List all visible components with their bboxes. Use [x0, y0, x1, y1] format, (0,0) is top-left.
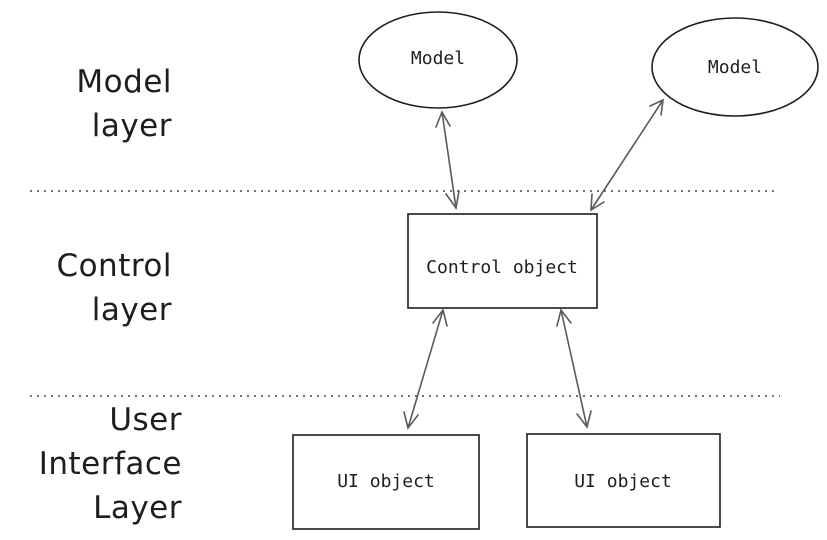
- ui-layer-label: User Interface Layer: [39, 398, 182, 530]
- arrow-model2-control: [590, 98, 664, 212]
- arrow-control-ui1: [403, 308, 448, 430]
- ui-object-2-label: UI object: [574, 471, 672, 492]
- ui-layer-label-line-3: Layer: [93, 490, 182, 526]
- model-node-2[interactable]: Model: [651, 17, 819, 117]
- ui-object-box-2[interactable]: UI object: [526, 433, 721, 528]
- ui-layer-label-line-2: Interface: [38, 446, 182, 482]
- arrow-control-ui2: [556, 308, 592, 429]
- model-layer-label: Model layer: [76, 60, 172, 148]
- control-object-label: Control object: [426, 257, 578, 278]
- control-object-box[interactable]: Control object: [407, 213, 598, 309]
- control-layer-label-line-2: layer: [91, 292, 172, 328]
- control-layer-label-line-1: Control: [56, 248, 172, 284]
- model-node-2-label: Model: [708, 57, 762, 78]
- ui-layer-label-line-1: User: [109, 402, 182, 438]
- arrow-model1-control: [435, 110, 460, 211]
- ui-object-box-1[interactable]: UI object: [292, 434, 480, 530]
- control-layer-label: Control layer: [56, 244, 172, 332]
- model-layer-label-line-2: layer: [91, 108, 172, 144]
- model-node-1-label: Model: [411, 48, 465, 69]
- model-layer-label-line-1: Model: [76, 64, 172, 100]
- model-node-1[interactable]: Model: [358, 11, 518, 109]
- ui-object-1-label: UI object: [337, 471, 435, 492]
